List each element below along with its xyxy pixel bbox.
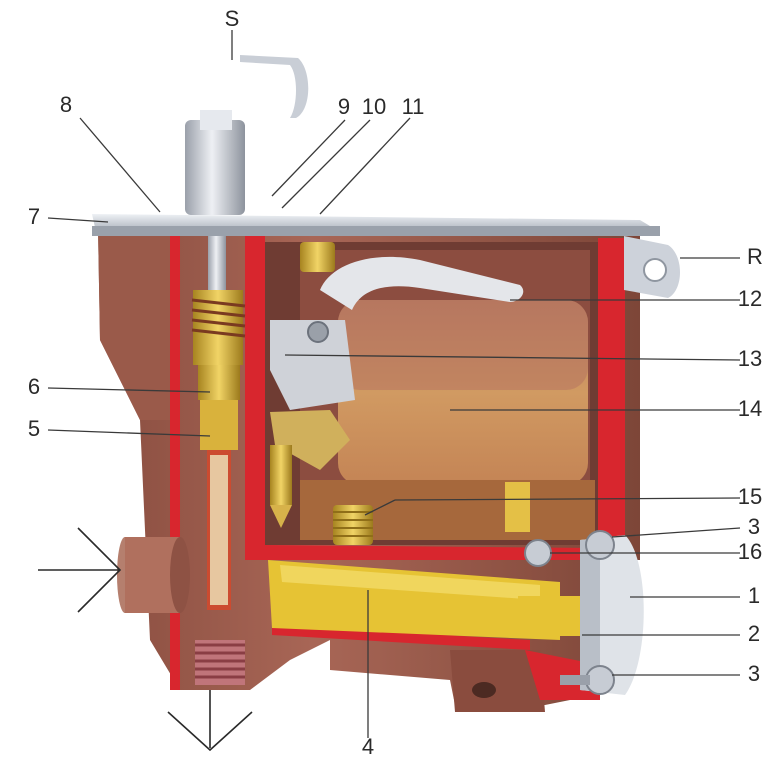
leader-lines xyxy=(47,30,741,738)
float-base-slot xyxy=(505,482,530,532)
label-12: 12 xyxy=(738,286,762,311)
label-4: 4 xyxy=(362,734,374,758)
label-10: 10 xyxy=(362,94,386,119)
label-9: 9 xyxy=(338,94,350,119)
float-lever xyxy=(270,256,524,470)
label-2: 2 xyxy=(748,621,760,646)
label-1: 1 xyxy=(748,583,760,608)
end-cap xyxy=(580,535,644,695)
label-r: R xyxy=(747,244,763,269)
gasket xyxy=(518,596,580,636)
label-s: S xyxy=(225,6,240,31)
plunger-spring xyxy=(191,298,246,338)
label-13: 13 xyxy=(738,346,762,371)
end-cap-bolts xyxy=(524,530,615,695)
outlet-threads xyxy=(195,640,245,685)
inlet-spigot xyxy=(117,537,190,613)
needle-valve xyxy=(270,445,292,528)
inlet-arrow xyxy=(38,527,122,613)
sectioned-wall-faces xyxy=(170,236,625,700)
label-14: 14 xyxy=(738,396,762,421)
label-6: 6 xyxy=(28,374,40,399)
main-jet xyxy=(333,505,373,545)
s-cap xyxy=(240,55,309,118)
cover-screw xyxy=(300,242,335,272)
part-labels: S 8 9 10 11 7 R 12 13 6 14 5 15 3 16 1 2… xyxy=(28,6,763,758)
label-3-bottom: 3 xyxy=(748,661,760,686)
label-5: 5 xyxy=(28,416,40,441)
label-11: 11 xyxy=(402,94,425,119)
cover-plate xyxy=(92,214,660,236)
plunger-assembly xyxy=(185,110,246,610)
label-3-top: 3 xyxy=(748,514,760,539)
r-bracket xyxy=(624,236,680,298)
label-15: 15 xyxy=(738,484,762,509)
label-8: 8 xyxy=(60,92,72,117)
fuel-channel-highlight xyxy=(280,565,540,600)
outlet-arrow xyxy=(167,690,253,752)
label-7: 7 xyxy=(28,204,40,229)
label-16: 16 xyxy=(738,539,762,564)
float xyxy=(338,300,588,485)
